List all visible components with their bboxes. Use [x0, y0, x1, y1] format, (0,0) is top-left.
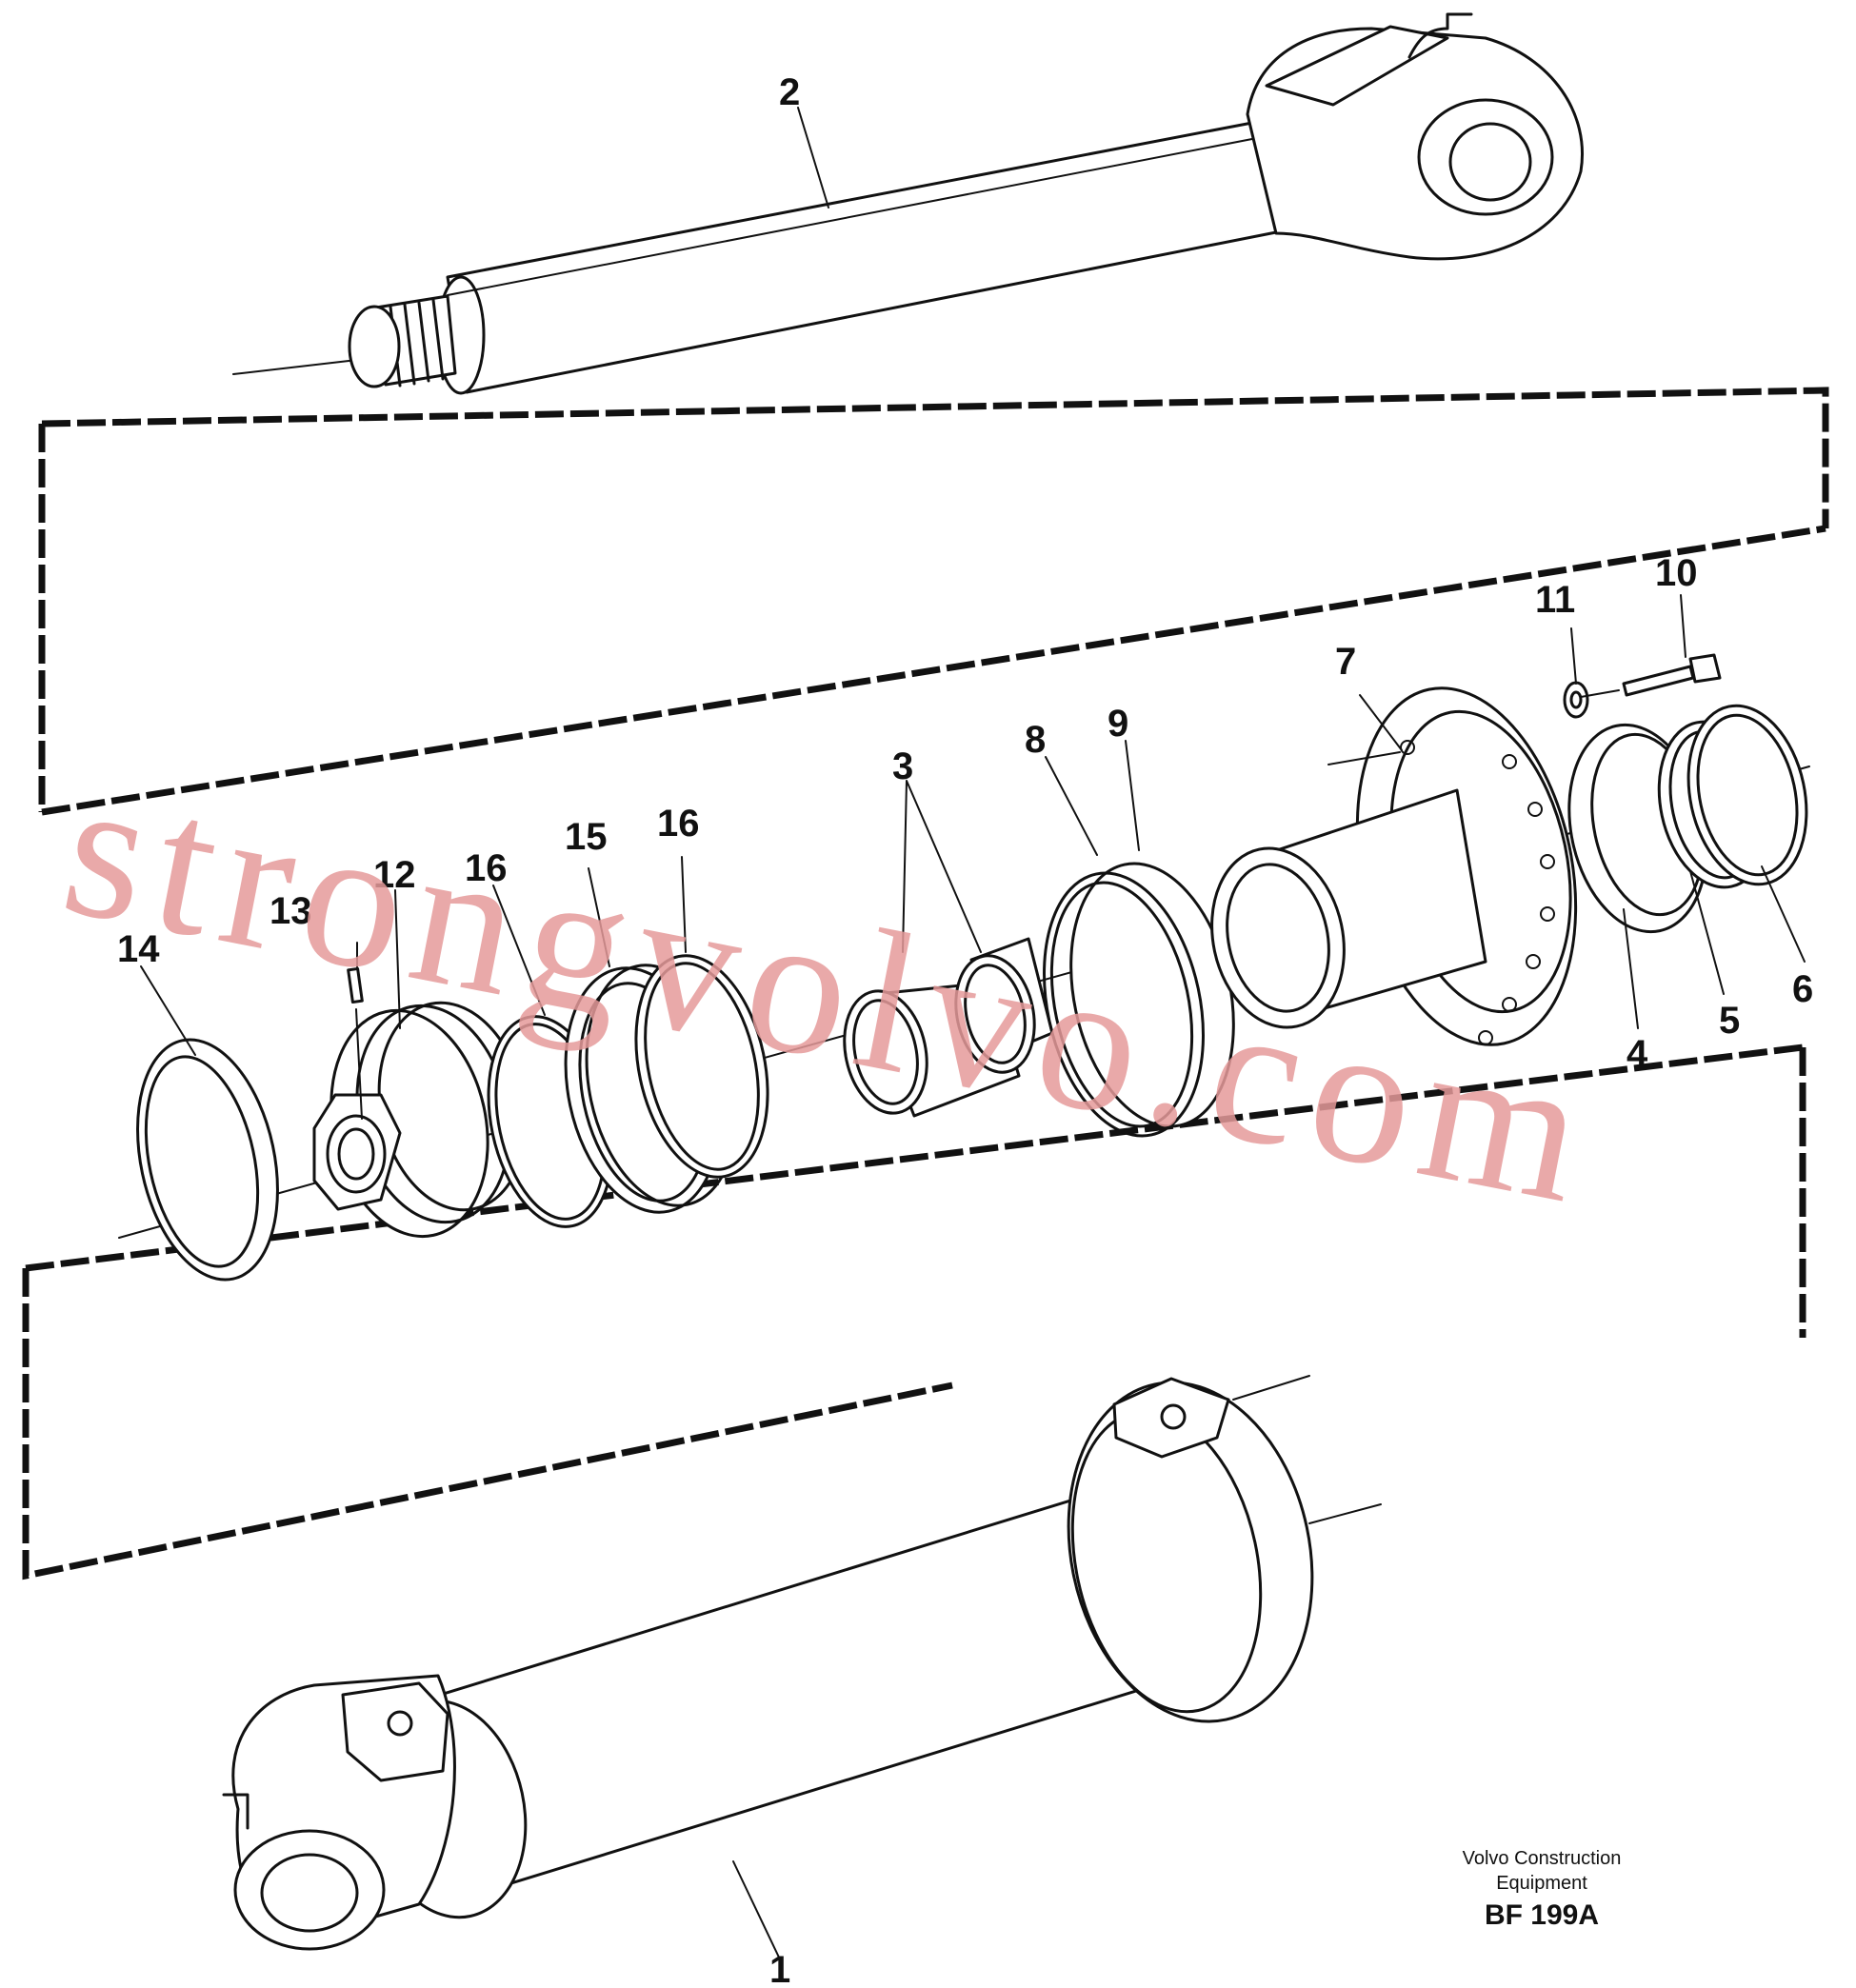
part-11-washer: [1563, 681, 1589, 719]
part-12-piston: [312, 1001, 528, 1239]
label-part-6: 6: [1792, 968, 1813, 1010]
label-part-8: 8: [1025, 719, 1046, 761]
label-part-13: 13: [269, 890, 312, 932]
lower-frame: [22, 1044, 1806, 1580]
label-part-9: 9: [1108, 703, 1128, 745]
label-part-5: 5: [1719, 1000, 1740, 1042]
part-10-screw: [1580, 653, 1722, 698]
part-labels: 2 3 8 9 7 11 10 4 5 6 12 13 14 16 15 16 …: [117, 71, 1813, 1988]
caption-drawing-code: BF 199A: [1484, 1899, 1600, 1931]
part-1-cylinder-tube: [222, 1375, 1382, 1951]
part-16-seal-right: [634, 954, 769, 1179]
label-part-2: 2: [779, 71, 800, 113]
upper-frame: [38, 387, 1829, 816]
label-part-7: 7: [1335, 641, 1356, 683]
label-part-3: 3: [892, 746, 913, 787]
label-part-11: 11: [1535, 579, 1575, 621]
label-part-16-right: 16: [657, 803, 700, 845]
part-8-9-seals: [1043, 862, 1235, 1138]
part-14-ring: [136, 1038, 279, 1282]
label-part-12: 12: [373, 854, 416, 896]
label-part-15: 15: [565, 816, 608, 858]
piston-rod: [232, 12, 1584, 395]
caption-company-line2: Equipment: [1496, 1873, 1587, 1894]
part-7-cylinder-head: [1210, 686, 1578, 1046]
caption-company: Volvo Construction Equipment: [1437, 1846, 1646, 1896]
label-part-1: 1: [769, 1949, 790, 1988]
label-part-14: 14: [117, 928, 160, 970]
label-part-10: 10: [1655, 552, 1698, 594]
caption-company-line1: Volvo Construction: [1462, 1848, 1622, 1869]
part-13-pin: [347, 966, 364, 1120]
part-3-bushings: [843, 937, 1054, 1118]
label-part-16-left: 16: [465, 847, 508, 889]
label-part-4: 4: [1626, 1033, 1648, 1075]
leader-lines: [140, 107, 1806, 1962]
